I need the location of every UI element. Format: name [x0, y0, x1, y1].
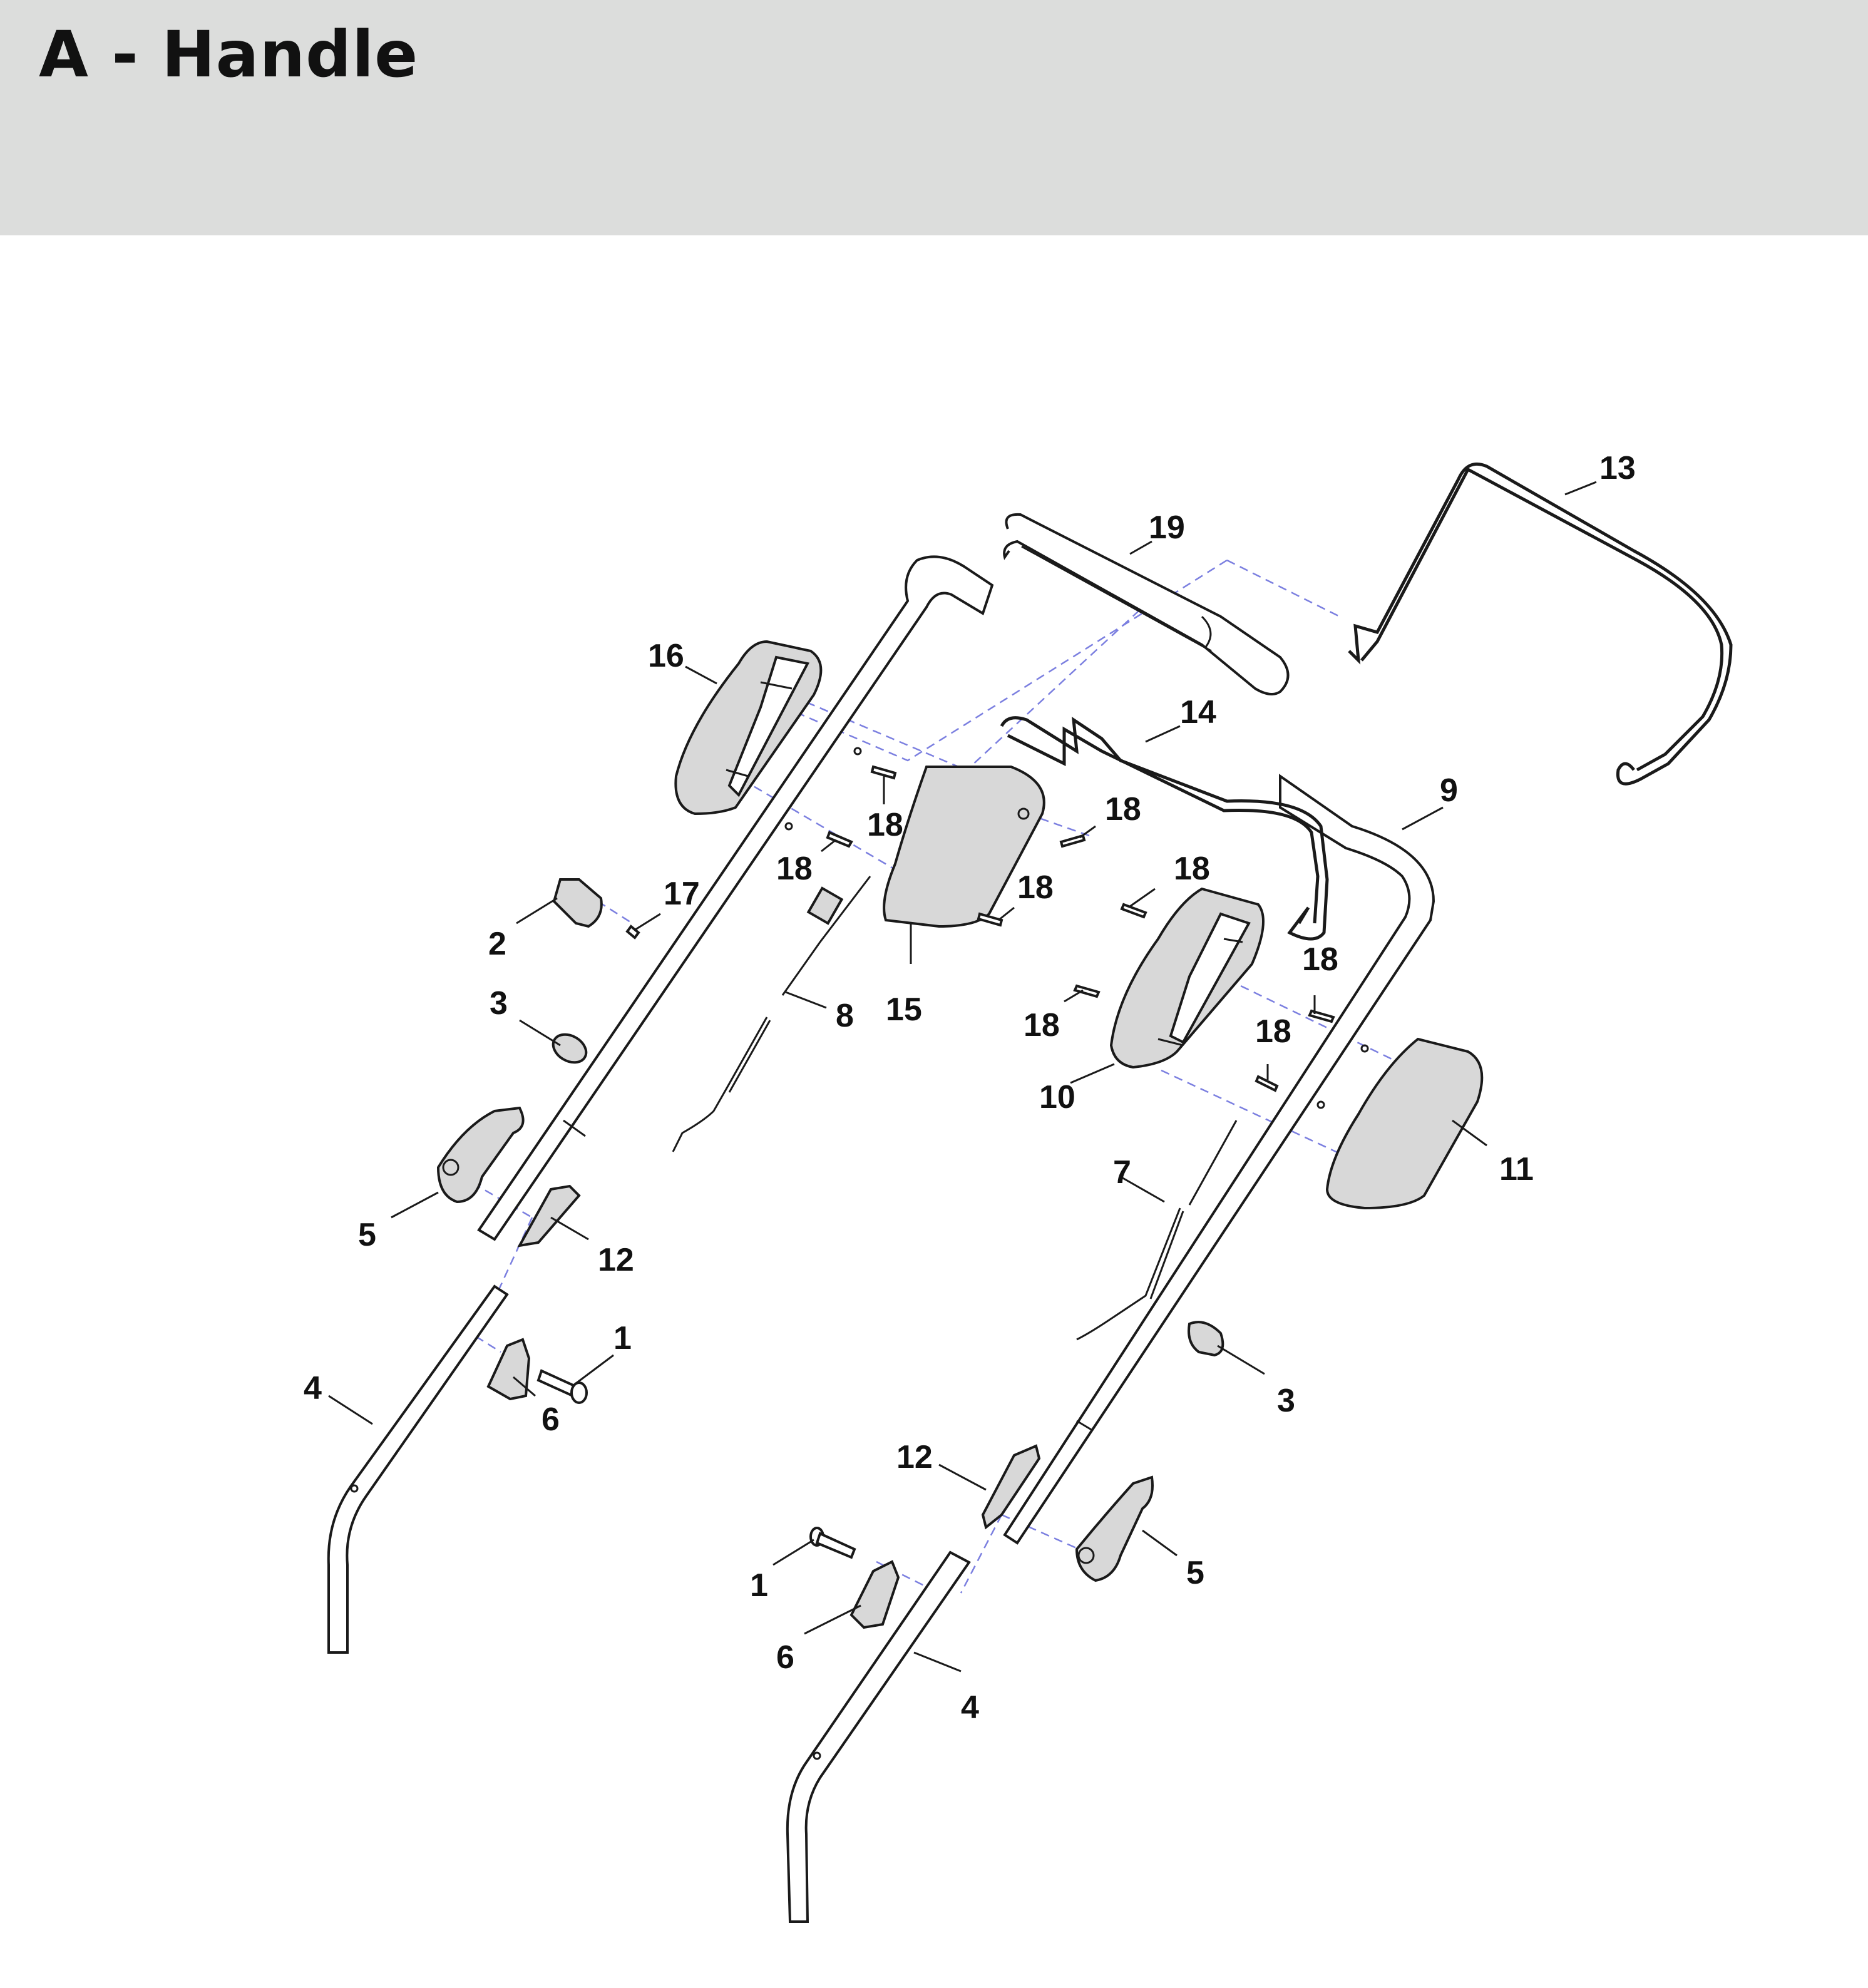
callout-18-a: 18	[867, 807, 903, 843]
part-15-cover	[883, 766, 1045, 928]
callout-10: 10	[1039, 1079, 1075, 1115]
assembly-guide-lines	[472, 559, 1403, 1594]
part-13-bail-wire	[1348, 462, 1733, 786]
callout-2: 2	[488, 926, 506, 962]
callout-14: 14	[1180, 694, 1216, 730]
callout-18-f: 18	[1302, 941, 1338, 978]
callout-11: 11	[1499, 1151, 1534, 1187]
callout-7: 7	[1113, 1154, 1131, 1191]
part-5-lever-left	[436, 1106, 525, 1204]
callout-9: 9	[1440, 772, 1458, 809]
part-1-bolt-left	[536, 1369, 588, 1404]
part-19-crossbar-grip	[1003, 513, 1290, 695]
part-7-cable	[1076, 1120, 1238, 1341]
callout-18-d: 18	[1017, 869, 1054, 906]
callout-18-e: 18	[1174, 851, 1210, 887]
callout-8: 8	[836, 998, 854, 1034]
part-6-bracket-right	[849, 1560, 900, 1629]
callout-6-a: 6	[541, 1401, 560, 1438]
part-16-housing-left	[674, 640, 823, 816]
part-10-housing	[1109, 887, 1265, 1069]
part-5-lever-right	[1075, 1475, 1154, 1582]
callout-3-b: 3	[1277, 1383, 1295, 1419]
callout-18-b: 18	[1105, 791, 1141, 827]
callout-4-a: 4	[304, 1370, 322, 1406]
part-4-lower-tube-right	[786, 1550, 971, 1923]
part-upper-handle-left	[477, 555, 994, 1241]
part-11-cover	[1325, 1037, 1484, 1210]
callout-12-b: 12	[896, 1439, 933, 1475]
callout-13: 13	[1599, 450, 1636, 486]
callout-4-b: 4	[961, 1689, 979, 1726]
small-screws	[625, 765, 1335, 1092]
part-3-knob-left	[552, 1033, 588, 1064]
callout-6-b: 6	[776, 1639, 794, 1676]
part-1-bolt-right	[809, 1527, 856, 1559]
callout-18-g: 18	[1024, 1007, 1060, 1043]
leader-lines	[328, 481, 1597, 1673]
callout-19: 19	[1149, 510, 1185, 546]
page-title: A - Handle	[39, 18, 419, 92]
part-12-bracket-right	[981, 1444, 1041, 1530]
header-bar: A - Handle	[0, 0, 1868, 235]
callout-labels: 16 19 13 14 9 18 18 18 18 18 18 18 18 17…	[304, 450, 1636, 1726]
callout-5-a: 5	[358, 1217, 376, 1253]
callout-3-a: 3	[490, 985, 508, 1022]
callout-18-c: 18	[776, 851, 813, 887]
callout-1-b: 1	[750, 1567, 768, 1604]
callout-17: 17	[664, 876, 700, 912]
part-4-lower-tube-left	[327, 1284, 509, 1654]
callout-15: 15	[886, 991, 922, 1028]
part-14-wire	[1000, 716, 1329, 941]
part-9-upper-handle-right	[1003, 774, 1435, 1545]
callout-12-a: 12	[598, 1242, 634, 1278]
part-6-bracket-left	[486, 1338, 531, 1401]
part-3-knob-right	[1188, 1321, 1224, 1357]
part-8-cable	[672, 876, 871, 1152]
callout-16: 16	[648, 638, 684, 674]
part-2-clamp	[552, 878, 603, 928]
part-12-bracket-left	[517, 1184, 581, 1248]
callout-5-b: 5	[1186, 1555, 1204, 1591]
callout-18-h: 18	[1255, 1013, 1291, 1050]
callout-1-a: 1	[613, 1320, 632, 1356]
